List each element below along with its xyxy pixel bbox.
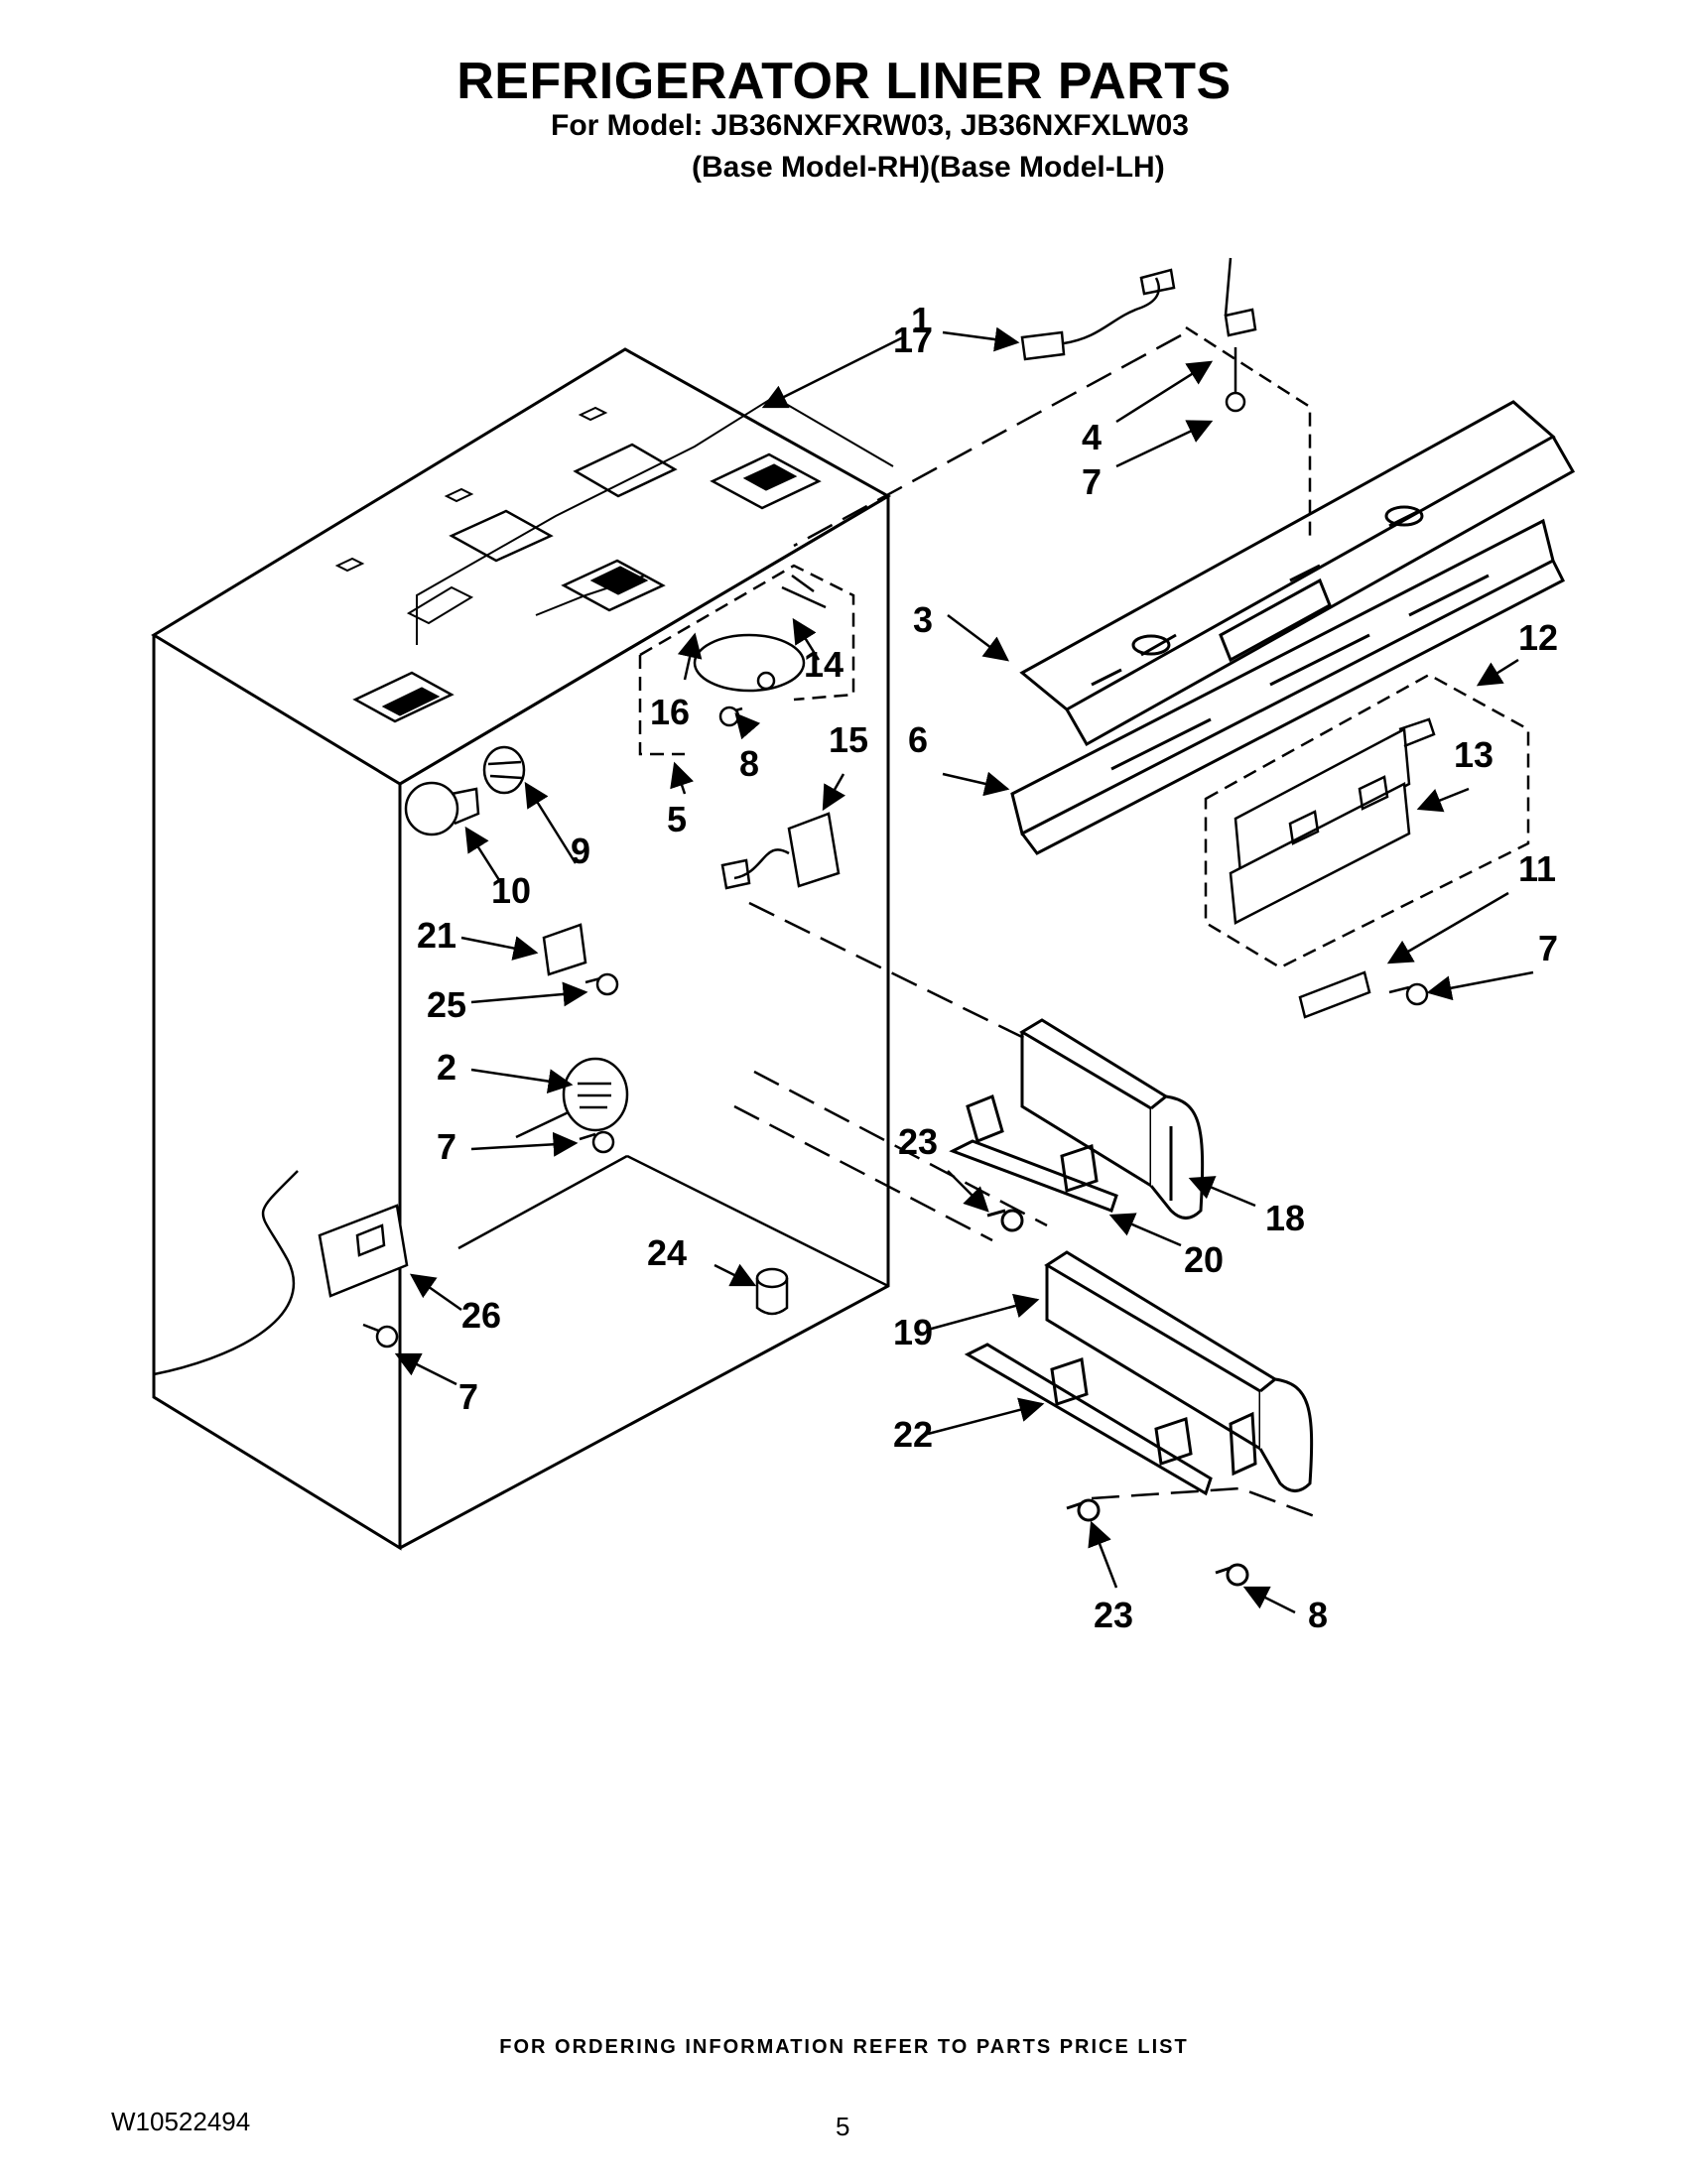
light-socket-part	[482, 745, 526, 795]
callout-7-middle: 7	[437, 1126, 456, 1167]
callout-9: 9	[571, 831, 590, 871]
callout-20: 20	[1184, 1239, 1224, 1280]
callout-23-lower: 23	[1094, 1595, 1133, 1635]
callout-14: 14	[804, 644, 844, 685]
callout-17: 17	[893, 320, 933, 360]
light-bulb-part	[404, 781, 480, 836]
cup-part-24	[755, 1267, 789, 1316]
callout-21: 21	[417, 915, 456, 956]
harness-part-15	[720, 812, 841, 890]
bracket-part-11	[1298, 970, 1429, 1019]
model-list: For Model: JB36NXFXRW03, JB36NXFXLW03	[551, 109, 1189, 142]
callout-2: 2	[437, 1047, 456, 1088]
rail-part-22	[964, 1343, 1249, 1587]
wire-harness-part-17	[1020, 268, 1176, 361]
callout-5: 5	[667, 799, 687, 839]
callout-18: 18	[1265, 1198, 1305, 1238]
drawer-panel-part-19	[1044, 1250, 1314, 1492]
bracket-part-21	[542, 923, 587, 976]
callout-19: 19	[893, 1312, 933, 1352]
callout-8-bottom: 8	[1308, 1595, 1328, 1635]
page-number: 5	[836, 2112, 850, 2141]
refrigerator-liner	[151, 347, 894, 1551]
callout-11: 11	[1518, 848, 1556, 889]
callout-15: 15	[829, 719, 868, 760]
rail-part-6	[1010, 518, 1566, 855]
callout-8-control: 8	[739, 743, 759, 784]
module-part-26	[318, 1204, 409, 1298]
ordering-note: FOR ORDERING INFORMATION REFER TO PARTS …	[499, 2036, 1189, 2058]
callout-22: 22	[893, 1414, 933, 1455]
screw-part-7-left	[579, 1130, 615, 1154]
callout-12: 12	[1518, 617, 1558, 658]
channel-part-3	[1019, 400, 1576, 747]
document-number: W10522494	[111, 2107, 251, 2136]
grille-part-2	[562, 1057, 629, 1132]
callout-4: 4	[1082, 417, 1102, 457]
rail-part-20	[949, 1093, 1118, 1232]
callout-23-upper: 23	[898, 1121, 938, 1162]
page-title: REFRIGERATOR LINER PARTS	[456, 53, 1232, 110]
callout-24: 24	[647, 1232, 687, 1273]
callout-10: 10	[491, 870, 531, 911]
callout-3: 3	[913, 599, 933, 640]
callout-6: 6	[908, 719, 928, 760]
callout-13: 13	[1454, 734, 1493, 775]
callout-7-bottom: 7	[458, 1376, 478, 1417]
screw-part-25	[584, 972, 619, 996]
base-model-note: (Base Model-RH)(Base Model-LH)	[692, 151, 1165, 184]
light-cover-assembly-part-12	[1204, 673, 1530, 969]
callout-1: 1	[911, 300, 931, 340]
callout-7-right: 7	[1538, 928, 1558, 968]
callout-7-top: 7	[1082, 461, 1102, 502]
callout-16: 16	[650, 692, 690, 732]
connector-part-4	[1224, 257, 1257, 413]
callout-26: 26	[461, 1295, 501, 1336]
screw-part-7-bottom	[362, 1323, 399, 1349]
callout-25: 25	[427, 984, 466, 1025]
